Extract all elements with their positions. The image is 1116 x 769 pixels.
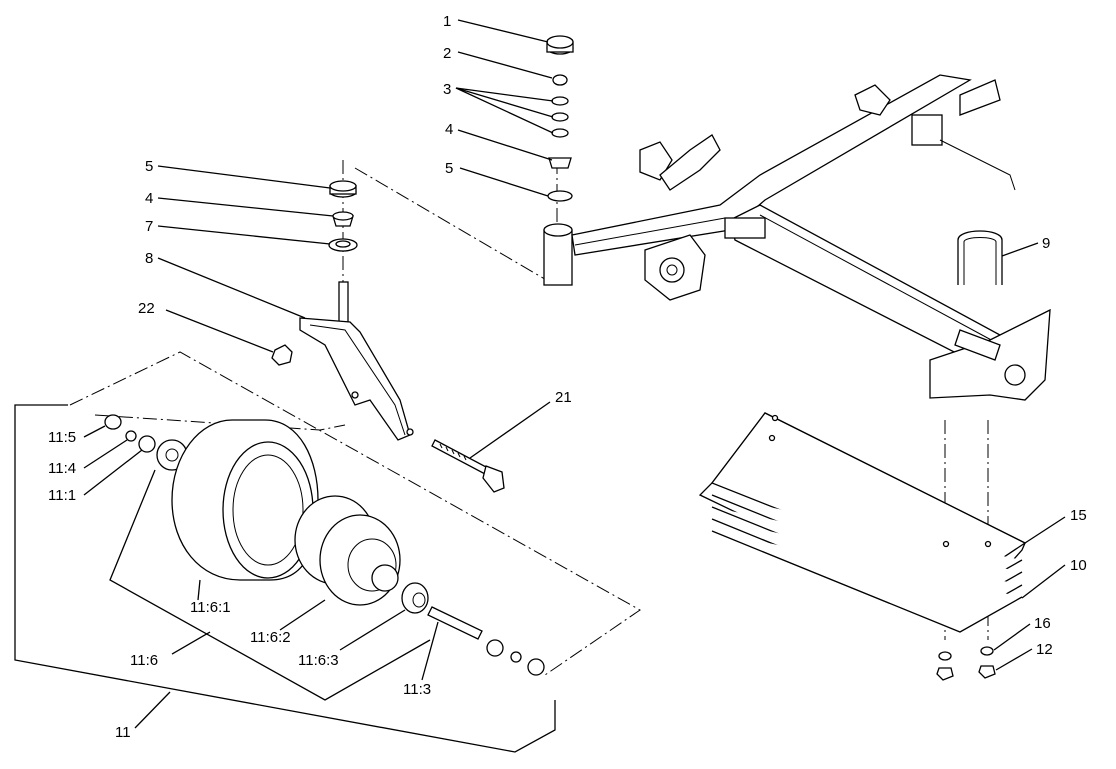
centerlines [69,160,989,676]
label-7: 7 [145,218,153,235]
bolt-21 [431,439,505,493]
label-9: 9 [1042,235,1050,252]
label-22: 22 [138,300,155,317]
label-21: 21 [555,389,572,406]
label-15: 15 [1070,507,1087,524]
label-11-6: 11:6 [130,652,158,669]
label-16: 16 [1034,615,1051,632]
frame-assembly [543,35,1051,401]
wheel-assembly [104,414,545,676]
label-11-6-2: 11:6:2 [250,629,291,646]
callout-labels: 1 2 3 4 5 5 4 7 8 22 9 21 11:5 11:4 11:1… [48,13,1087,741]
label-11-4: 11:4 [48,460,76,477]
label-11: 11 [115,724,131,741]
weight-plates [698,412,1027,633]
label-11-3: 11:3 [403,681,431,698]
label-4-upper: 4 [445,121,453,138]
label-12: 12 [1036,641,1053,658]
label-8: 8 [145,250,153,267]
fork-stack [271,180,414,441]
label-10: 10 [1070,557,1087,574]
label-11-5: 11:5 [48,429,76,446]
label-2: 2 [443,45,451,62]
label-11-6-3: 11:6:3 [298,652,339,669]
label-4-fork: 4 [145,190,153,207]
label-5-upper: 5 [445,160,453,177]
u-bolt-9 [957,230,1003,285]
label-5-fork: 5 [145,158,153,175]
label-11-1: 11:1 [48,487,76,504]
group-brackets [14,404,556,753]
label-1: 1 [443,13,451,30]
label-11-6-1: 11:6:1 [190,599,231,616]
label-3: 3 [443,81,451,98]
nuts-bottom [936,646,996,681]
leader-lines [83,19,1066,729]
